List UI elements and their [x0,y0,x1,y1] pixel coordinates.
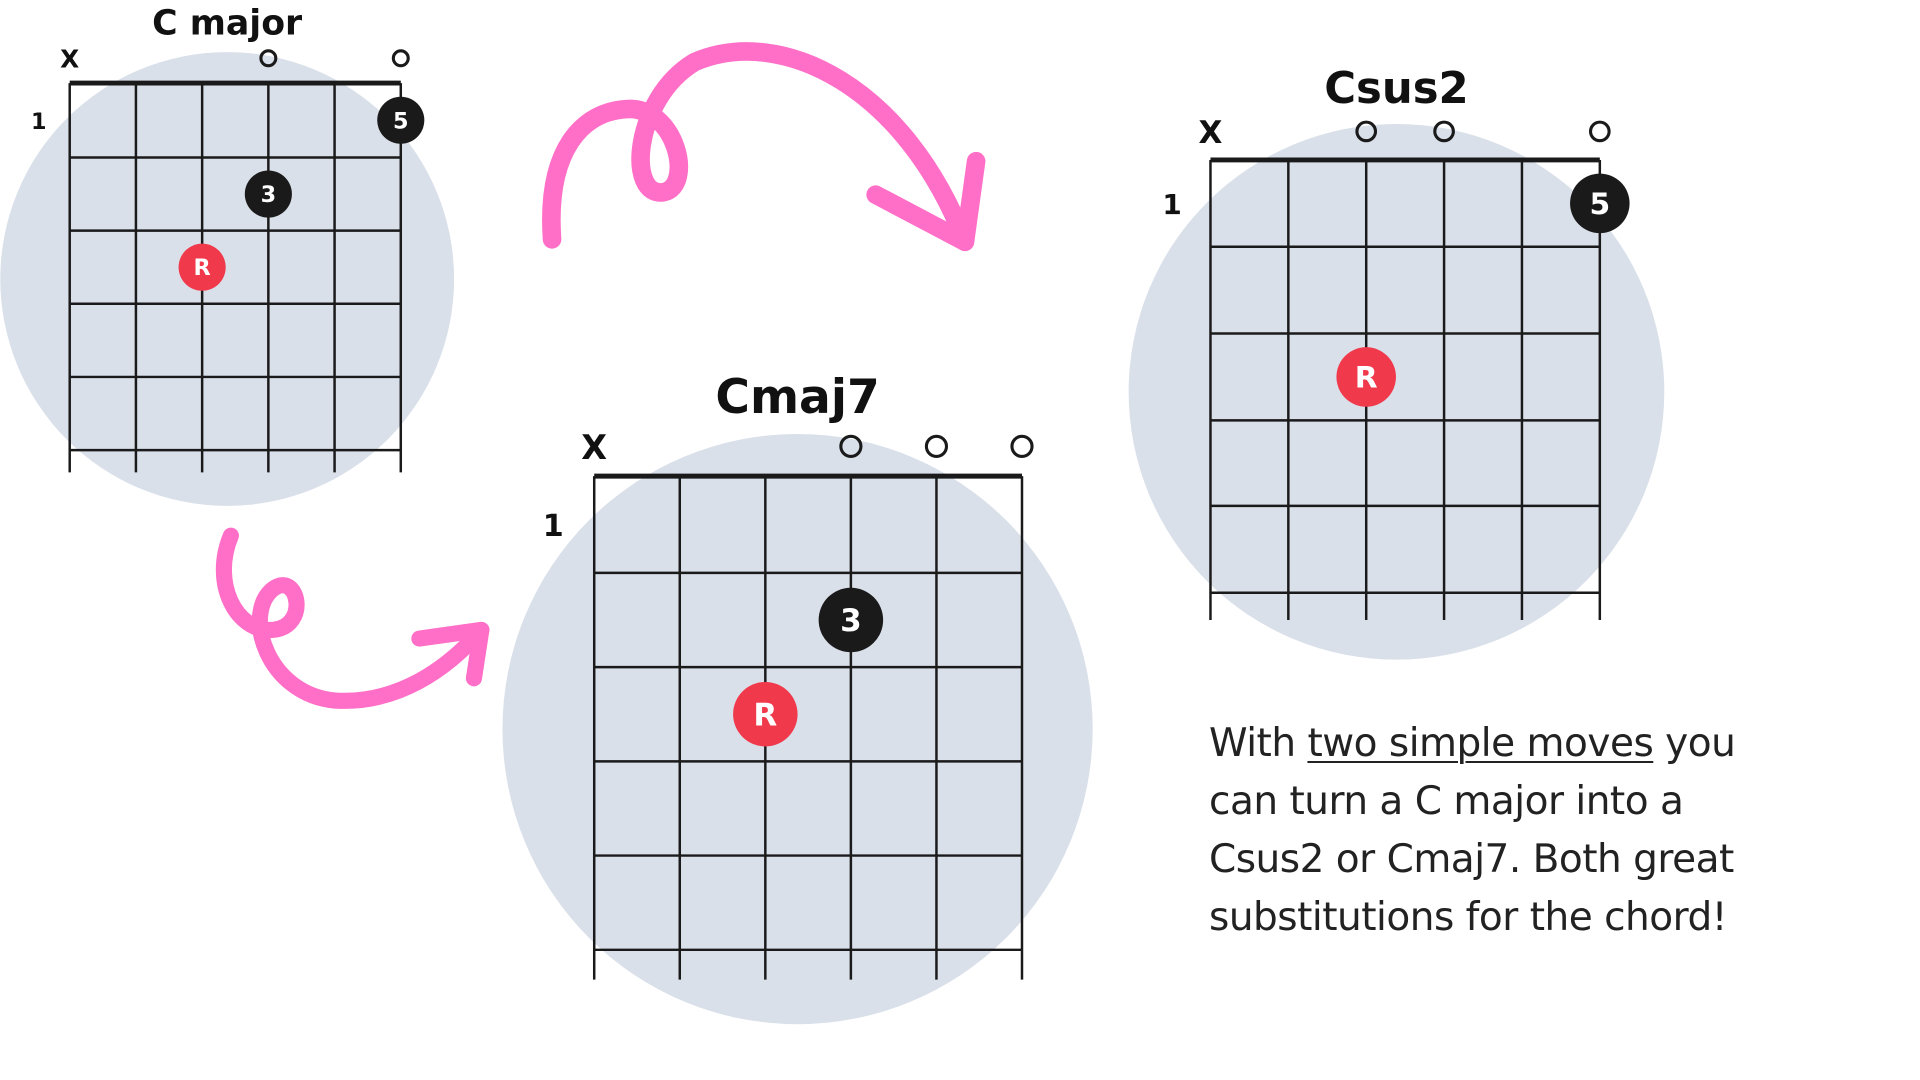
caption-text: With two simple moves you can turn a C m… [1209,715,1809,947]
arrow-bottom [215,527,490,709]
muted-string-icon: X [1199,115,1223,151]
chord-title: Cmaj7 [715,370,879,425]
chord-diagram-c-major: C major 1 X 5 3R [0,4,455,506]
background-circle [1128,123,1665,660]
dot-label: 5 [393,108,409,134]
finger-dot [244,170,292,218]
finger-dot [818,587,884,653]
open-string-icon [1010,434,1034,458]
finger-dot [377,96,425,144]
open-string-icon [1355,120,1378,143]
open-string-icon [1588,120,1611,143]
dot-label: R [1355,361,1378,396]
background-circle [502,433,1093,1025]
finger-dot [1570,173,1630,234]
fret-number-label: 1 [1162,188,1181,221]
dot-label: R [194,255,211,281]
open-string-icon [1433,120,1455,143]
chord-diagram-csus2: Csus2 1 X 5R [1128,64,1665,660]
dot-label: 5 [1589,187,1610,222]
root-note-dot [733,681,798,747]
background-circle [0,52,455,506]
caption-post: you can turn a C major into a Csus2 or C… [1209,721,1736,940]
muted-string-icon: X [581,428,607,467]
caption-underlined: two simple moves [1307,721,1654,766]
fret-number-label: 1 [31,109,47,135]
root-note-dot [1336,347,1396,407]
dot-label: 3 [840,603,862,639]
caption-pre: With [1209,721,1308,766]
muted-string-icon: X [60,45,79,74]
chord-title: C major [152,4,303,44]
open-string-icon [259,49,278,68]
arrow-top [542,42,986,252]
root-note-dot [178,243,226,291]
open-string-icon [924,434,949,458]
chord-title: Csus2 [1324,64,1469,114]
open-string-icon [839,434,863,458]
open-string-icon [391,49,410,68]
dot-label: 3 [261,182,277,208]
chord-diagram-cmaj7: Cmaj7 1 X 3R [502,370,1093,1025]
fret-number-label: 1 [543,509,564,544]
dot-label: R [753,697,777,733]
